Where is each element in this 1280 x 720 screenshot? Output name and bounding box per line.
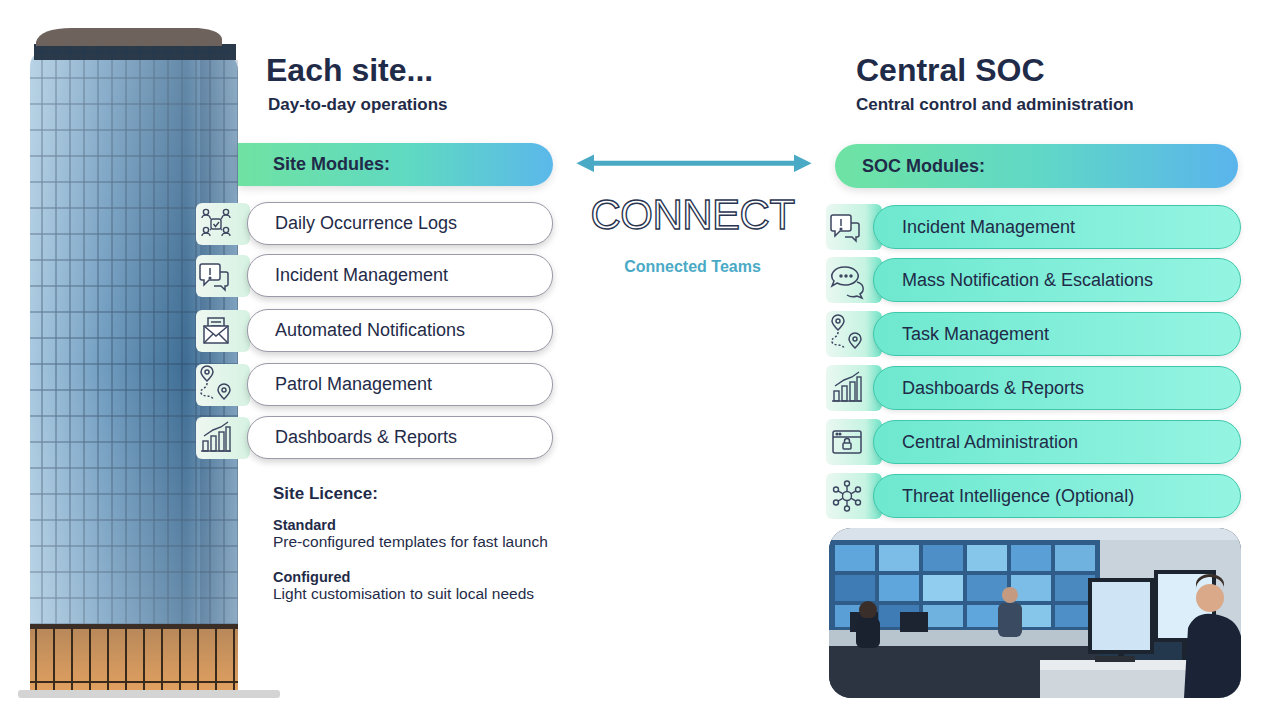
- licence-option: Standard: [273, 517, 573, 534]
- module-name: Mass Notification & Escalations: [902, 270, 1153, 291]
- licence-description: Pre-configured templates for fast launch: [273, 533, 613, 552]
- soc-module-icons: [826, 204, 882, 519]
- site-module-icons: [196, 203, 250, 459]
- module-pill: Daily Occurrence Logs: [247, 202, 553, 245]
- section-subheading: Central control and administration: [856, 95, 1276, 115]
- module-name: Incident Management: [275, 265, 448, 286]
- licence-description: Light customisation to suit local needs: [273, 585, 613, 604]
- module-name: Daily Occurrence Logs: [275, 213, 457, 234]
- module-name: SOC Modules:: [862, 156, 985, 177]
- module-name: Patrol Management: [275, 374, 432, 395]
- module-pill: Dashboards & Reports: [247, 416, 553, 459]
- module-pill: Central Administration: [873, 420, 1241, 464]
- module-pill: Threat Intelligence (Optional): [873, 474, 1241, 518]
- module-pill: Patrol Management: [247, 363, 553, 406]
- module-band: SOC Modules:: [835, 144, 1238, 188]
- section-heading: Central SOC: [856, 51, 1256, 89]
- module-name: Central Administration: [902, 432, 1078, 453]
- module-pill: Dashboards & Reports: [873, 366, 1241, 410]
- module-pill: Automated Notifications: [247, 309, 553, 352]
- section-heading: Each site...: [266, 51, 586, 89]
- module-name: Dashboards & Reports: [275, 427, 457, 448]
- module-name: Site Modules:: [273, 154, 390, 175]
- module-pill: Incident Management: [247, 254, 553, 297]
- brand-logo: CONNECT: [580, 190, 805, 240]
- module-name: Threat Intelligence (Optional): [902, 486, 1134, 507]
- licence-heading: Site Licence:: [273, 484, 573, 504]
- building-illustration: [18, 28, 280, 698]
- control-room-photo: [829, 528, 1241, 698]
- module-pill: Mass Notification & Escalations: [873, 258, 1241, 302]
- section-subheading: Day-to-day operations: [268, 95, 588, 115]
- module-name: Automated Notifications: [275, 320, 465, 341]
- module-band: Site Modules:: [238, 143, 553, 186]
- licence-option: Configured: [273, 569, 573, 586]
- double-arrow: [589, 161, 799, 166]
- module-name: Dashboards & Reports: [902, 378, 1084, 399]
- module-pill: Incident Management: [873, 205, 1241, 249]
- brand-tagline: Connected Teams: [580, 257, 805, 276]
- module-pill: Task Management: [873, 312, 1241, 356]
- module-name: Task Management: [902, 324, 1049, 345]
- module-name: Incident Management: [902, 217, 1075, 238]
